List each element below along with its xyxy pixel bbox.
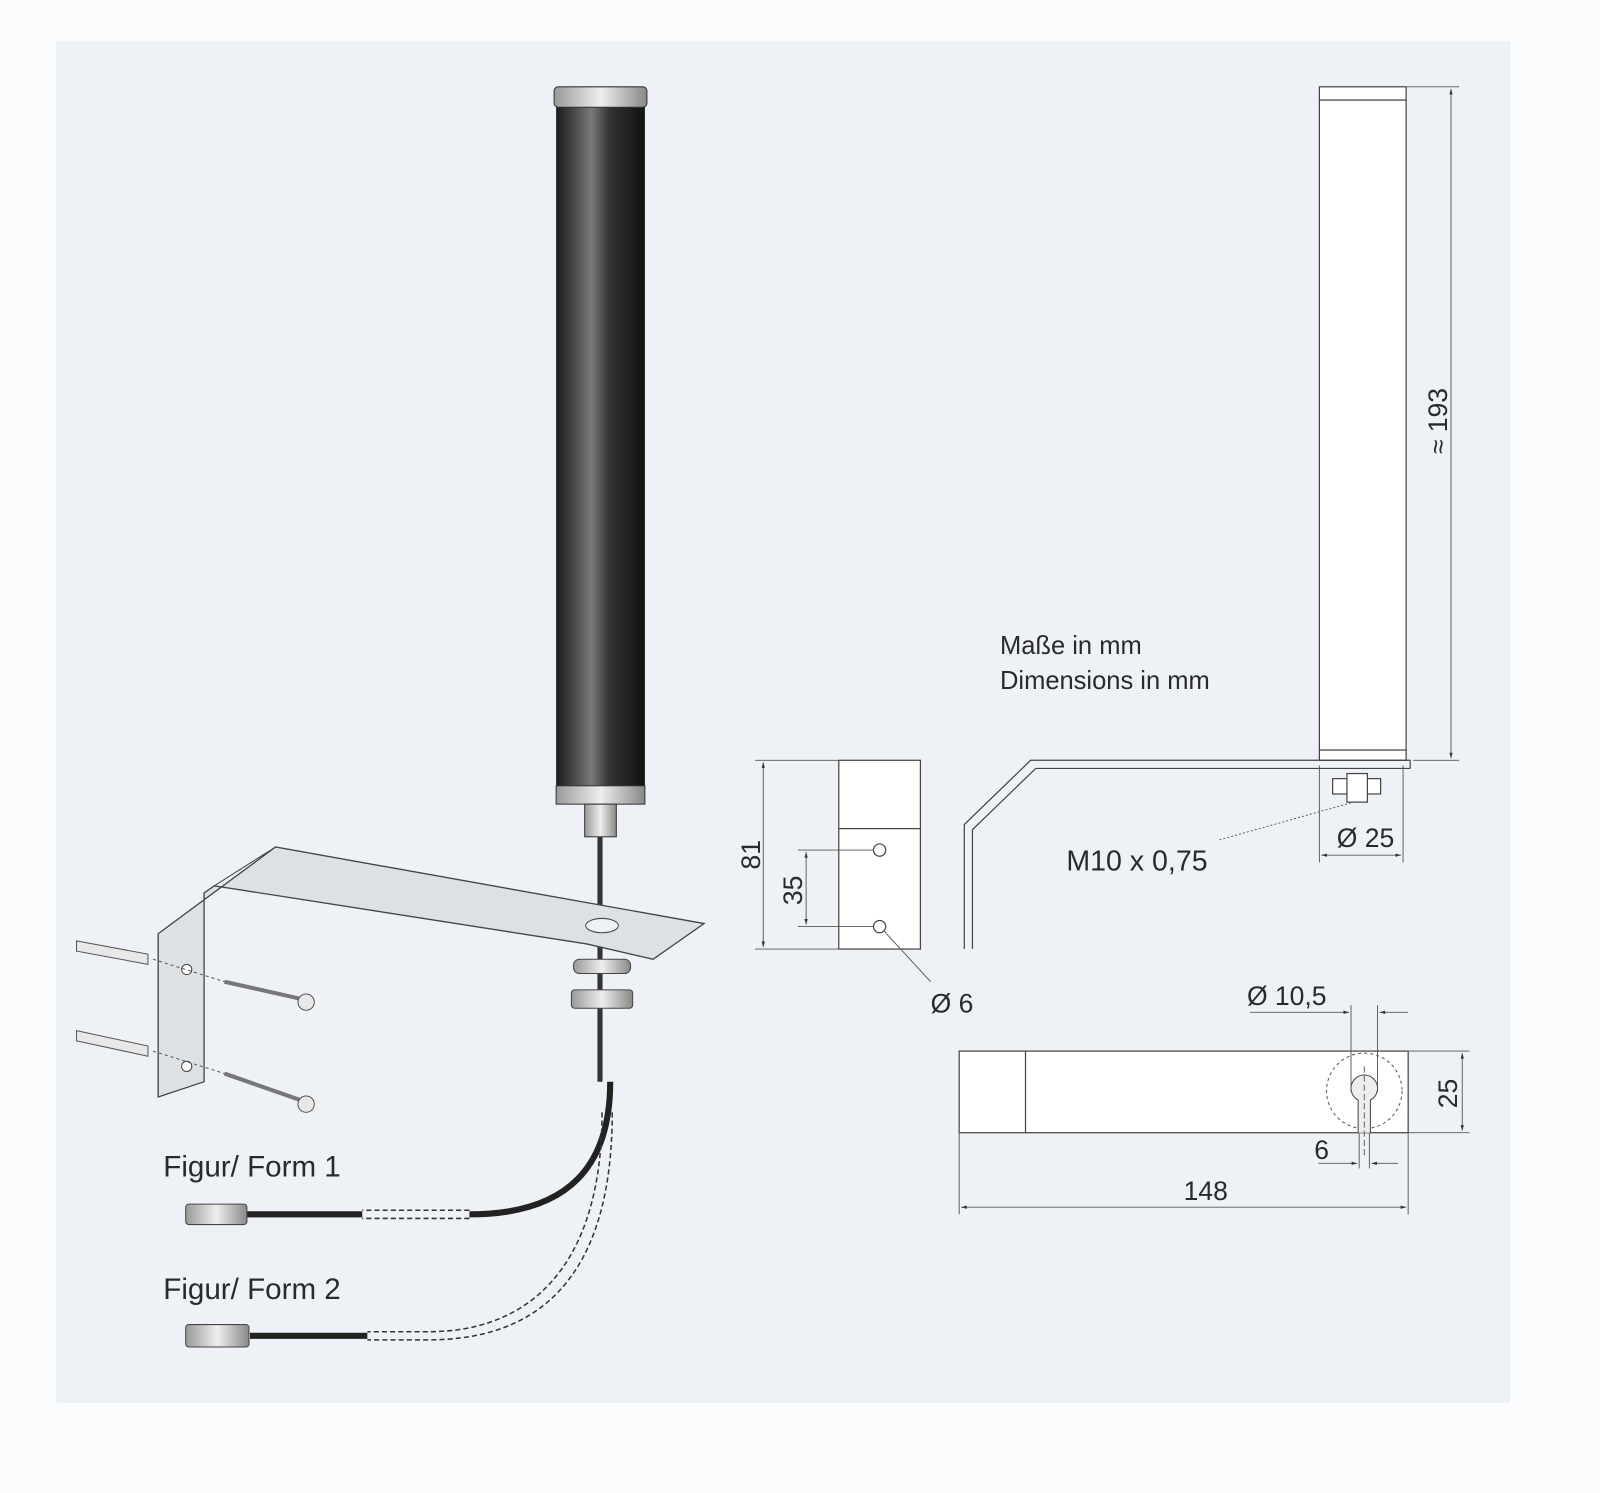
bracket-top-view	[958, 1005, 1470, 1215]
background-panel	[56, 40, 1511, 1404]
slot-width-dimension: 6	[1314, 1135, 1329, 1165]
antenna-diameter-dimension: Ø 25	[1337, 823, 1394, 853]
units-note-en: Dimensions in mm	[1000, 667, 1210, 695]
wall-plugs-icon	[76, 940, 315, 1113]
thread-label: M10 x 0,75	[1066, 845, 1207, 877]
form2-label: Figur/ Form 2	[163, 1273, 341, 1306]
antenna-3d-view	[76, 86, 706, 1348]
hole-spacing-dimension: 35	[778, 876, 808, 905]
units-note-de: Maße in mm	[1000, 632, 1142, 660]
bracket-height-dimension: 81	[736, 840, 766, 869]
form1-label: Figur/ Form 1	[163, 1151, 341, 1184]
bracket-length-dimension: 148	[1184, 1176, 1228, 1206]
slot-diameter-dimension: Ø 10,5	[1247, 981, 1327, 1011]
height-dimension: ≈ 193	[1423, 388, 1453, 454]
side-view	[963, 86, 1460, 950]
hole-diameter-dimension: Ø 6	[931, 988, 974, 1018]
bracket-width-dimension: 25	[1433, 1079, 1463, 1109]
bracket-end-view	[755, 759, 931, 983]
